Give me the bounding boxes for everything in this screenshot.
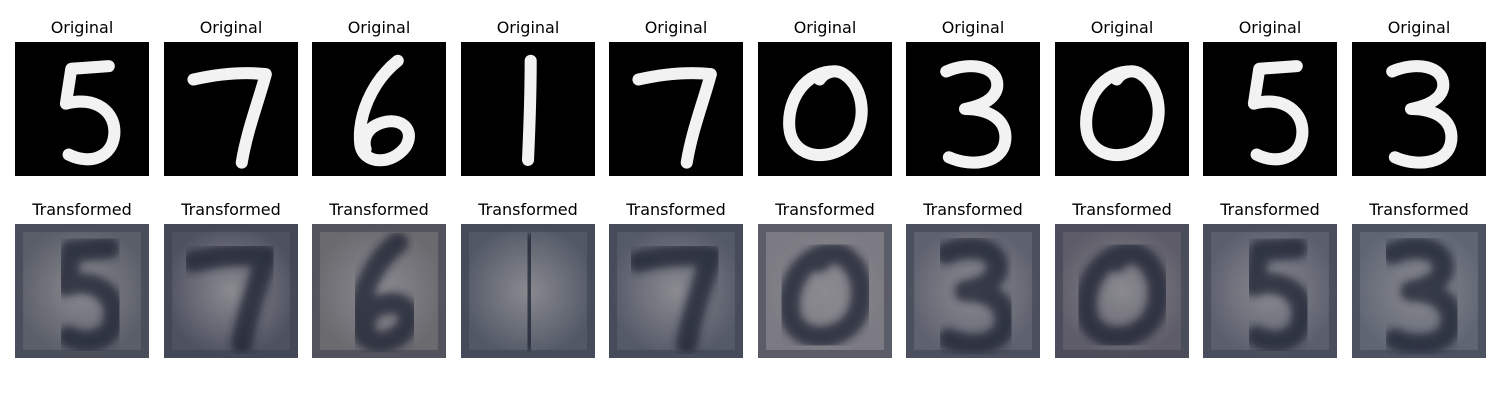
transformed-digit-image [1055,224,1189,358]
transformed-title: Transformed [775,200,875,219]
original-digit-image [164,42,298,176]
transformed-panel-4: Transformed [461,0,595,400]
transformed-panel-3: Transformed [312,0,446,400]
transformed-panel-7: Transformed [906,0,1040,400]
original-panel-9: Original [1203,0,1337,400]
original-title: Original [793,18,857,37]
transformed-digit-image [312,224,446,358]
original-panel-8: Original [1055,0,1189,400]
transformed-digit-image [164,224,298,358]
original-digit-image [1203,42,1337,176]
transformed-title: Transformed [181,200,281,219]
original-panel-7: Original [906,0,1040,400]
transformed-panel-9: Transformed [1203,0,1337,400]
transformed-panel-10: Transformed [1352,0,1486,400]
original-digit-image [15,42,149,176]
original-digit-image [1055,42,1189,176]
original-panel-6: Original [758,0,892,400]
transformed-panel-1: Transformed [15,0,149,400]
original-title: Original [496,18,560,37]
transformed-digit-image [1352,224,1486,358]
original-title: Original [644,18,708,37]
transformed-title: Transformed [1072,200,1172,219]
transformed-digit-image [906,224,1040,358]
transformed-panel-8: Transformed [1055,0,1189,400]
transformed-title: Transformed [1369,200,1469,219]
original-panel-5: Original [609,0,743,400]
original-digit-image [758,42,892,176]
original-panel-4: Original [461,0,595,400]
original-title: Original [1387,18,1451,37]
transformed-digit-image [15,224,149,358]
transformed-title: Transformed [478,200,578,219]
transformed-panel-5: Transformed [609,0,743,400]
transformed-title: Transformed [626,200,726,219]
original-title: Original [347,18,411,37]
transformed-digit-image [461,224,595,358]
transformed-title: Transformed [923,200,1023,219]
original-digit-image [312,42,446,176]
original-title: Original [1238,18,1302,37]
original-panel-10: Original [1352,0,1486,400]
original-title: Original [50,18,114,37]
transformed-title: Transformed [1220,200,1320,219]
original-panel-1: Original [15,0,149,400]
original-panel-3: Original [312,0,446,400]
original-digit-image [609,42,743,176]
original-title: Original [1090,18,1154,37]
original-title: Original [199,18,263,37]
original-digit-image [1352,42,1486,176]
transformed-digit-image [609,224,743,358]
transformed-panel-6: Transformed [758,0,892,400]
original-digit-image [906,42,1040,176]
transformed-title: Transformed [329,200,429,219]
transformed-digit-image [1203,224,1337,358]
transformed-title: Transformed [32,200,132,219]
original-panel-2: Original [164,0,298,400]
original-title: Original [941,18,1005,37]
original-digit-image [461,42,595,176]
transformed-panel-2: Transformed [164,0,298,400]
transformed-digit-image [758,224,892,358]
